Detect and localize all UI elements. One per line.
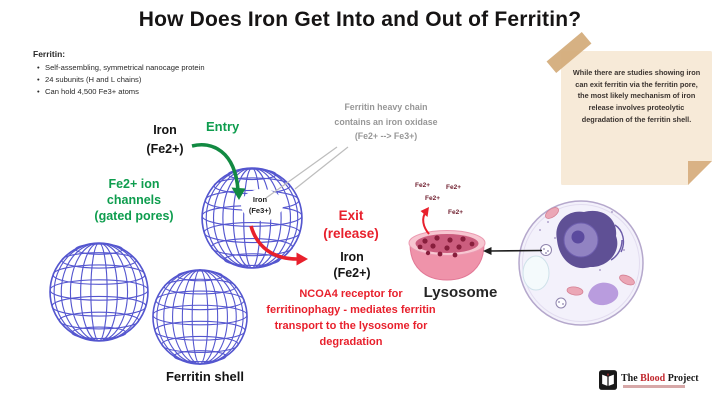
lysosome-illustration (408, 230, 486, 281)
release-arrow (420, 207, 430, 235)
heavy-chain-note: Ferritin heavy chain contains an iron ox… (334, 102, 438, 141)
callout-lines (265, 146, 349, 199)
exit-arrow (249, 225, 308, 266)
ferritin-shell-label: Ferritin shell (165, 369, 245, 384)
page-title: How Does Iron Get Into and Out of Ferrit… (138, 8, 582, 31)
fe2-ion-label: Fe2+ (415, 182, 430, 189)
ncoa4-note: NCOA4 receptor for ferritinophagy - medi… (266, 288, 436, 348)
logo-wordmark: The Blood Project (621, 373, 699, 384)
core-highlight (241, 189, 283, 221)
lysosome-label: Lysosome (423, 284, 498, 301)
blood-project-logo: The Blood Project (599, 370, 699, 390)
ferritin-facts-box: Ferritin: Self-assembling, symmetrical n… (33, 49, 283, 98)
fe2-ion-label: Fe2+ (448, 209, 463, 216)
logo-tagline-strip (623, 385, 685, 388)
sticky-note: While there are studies showing iron can… (561, 51, 712, 185)
iron-fe2-entry-label: Iron (Fe2+) (146, 123, 184, 157)
transport-arrow (483, 247, 543, 255)
fe2-ion-label: Fe2+ (446, 184, 461, 191)
entry-label: Entry (206, 119, 240, 134)
exit-label: Exit (release) (323, 208, 379, 242)
iron-fe3-core-label: Iron (Fe3+) (248, 195, 272, 216)
ferritin-sphere-main (201, 167, 303, 269)
iron-fe2-exit-label: Iron (Fe2+) (333, 250, 371, 280)
ferritin-sphere-left (49, 242, 149, 342)
sticky-note-text: While there are studies showing iron can… (572, 68, 701, 124)
facts-heading: Ferritin: (33, 49, 66, 59)
fact-item: Can hold 4,500 Fe3+ atoms (33, 86, 283, 98)
cell-illustration (518, 200, 644, 326)
fact-item: 24 subunits (H and L chains) (33, 74, 283, 86)
ion-channels-label: Fe2+ ion channels (gated pores) (94, 177, 174, 223)
book-icon (599, 370, 617, 390)
fact-item: Self-assembling, symmetrical nanocage pr… (33, 62, 283, 74)
fe2-ion-label: Fe2+ (425, 195, 440, 202)
entry-arrow (191, 143, 246, 200)
ferritin-sphere-bottom (152, 269, 248, 365)
